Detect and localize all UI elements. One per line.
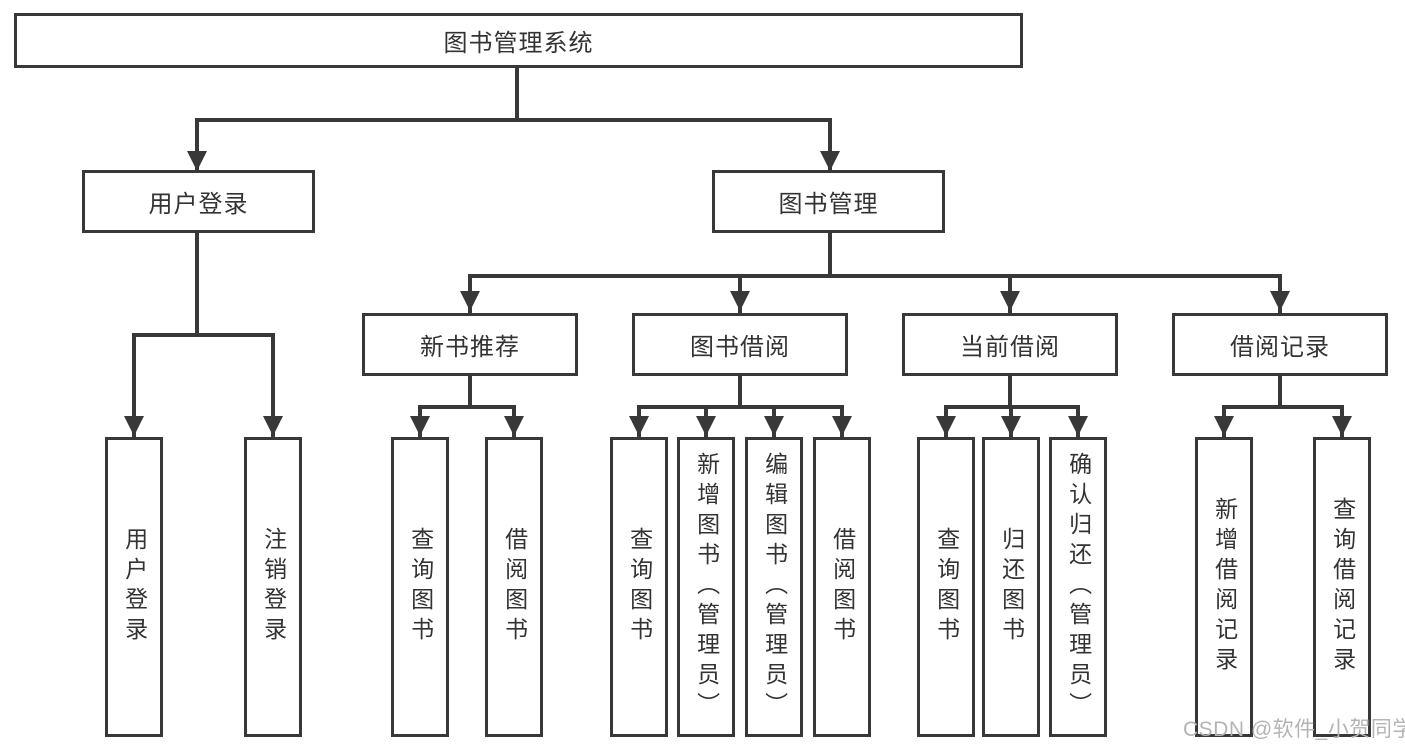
node-current-borrow: 当前借阅: [902, 313, 1118, 376]
leaf-borrow-query-book: 查询图书: [610, 437, 668, 737]
trunk-new-book-recommend: [418, 374, 516, 409]
trunk-borrow-records: [1222, 374, 1344, 409]
leaf-current-confirm-return-admin: 确认归还（管理员）: [1049, 437, 1107, 737]
leaf-borrow-edit-book-admin: 编辑图书（管理员）: [745, 437, 803, 737]
leaf-borrow-borrow-book: 借阅图书: [813, 437, 871, 737]
trunk-user-login: [132, 231, 275, 337]
leaf-records-add-record: 新增借阅记录: [1195, 437, 1253, 737]
trunk-book-borrow: [637, 374, 844, 409]
leaf-recommend-query-book: 查询图书: [391, 437, 449, 737]
node-book-management: 图书管理: [712, 170, 945, 233]
node-library-management-system: 图书管理系统: [14, 13, 1023, 68]
node-borrow-records: 借阅记录: [1172, 313, 1388, 376]
trunk-book-management: [468, 231, 1282, 278]
leaf-user-login: 用户登录: [105, 437, 163, 737]
node-new-book-recommend: 新书推荐: [362, 313, 578, 376]
node-book-borrow: 图书借阅: [632, 313, 848, 376]
leaf-current-query-book: 查询图书: [917, 437, 975, 737]
leaf-borrow-add-book-admin: 新增图书（管理员）: [677, 437, 735, 737]
trunk-root: [195, 66, 832, 122]
csdn-watermark: CSDN @软件_小贺同学: [1183, 718, 1405, 741]
trunk-current-borrow: [944, 374, 1080, 409]
leaf-recommend-borrow-book: 借阅图书: [485, 437, 543, 737]
leaf-records-query-record: 查询借阅记录: [1313, 437, 1371, 737]
leaf-current-return-book: 归还图书: [982, 437, 1040, 737]
leaf-logout: 注销登录: [244, 437, 302, 737]
node-user-login: 用户登录: [82, 170, 315, 233]
